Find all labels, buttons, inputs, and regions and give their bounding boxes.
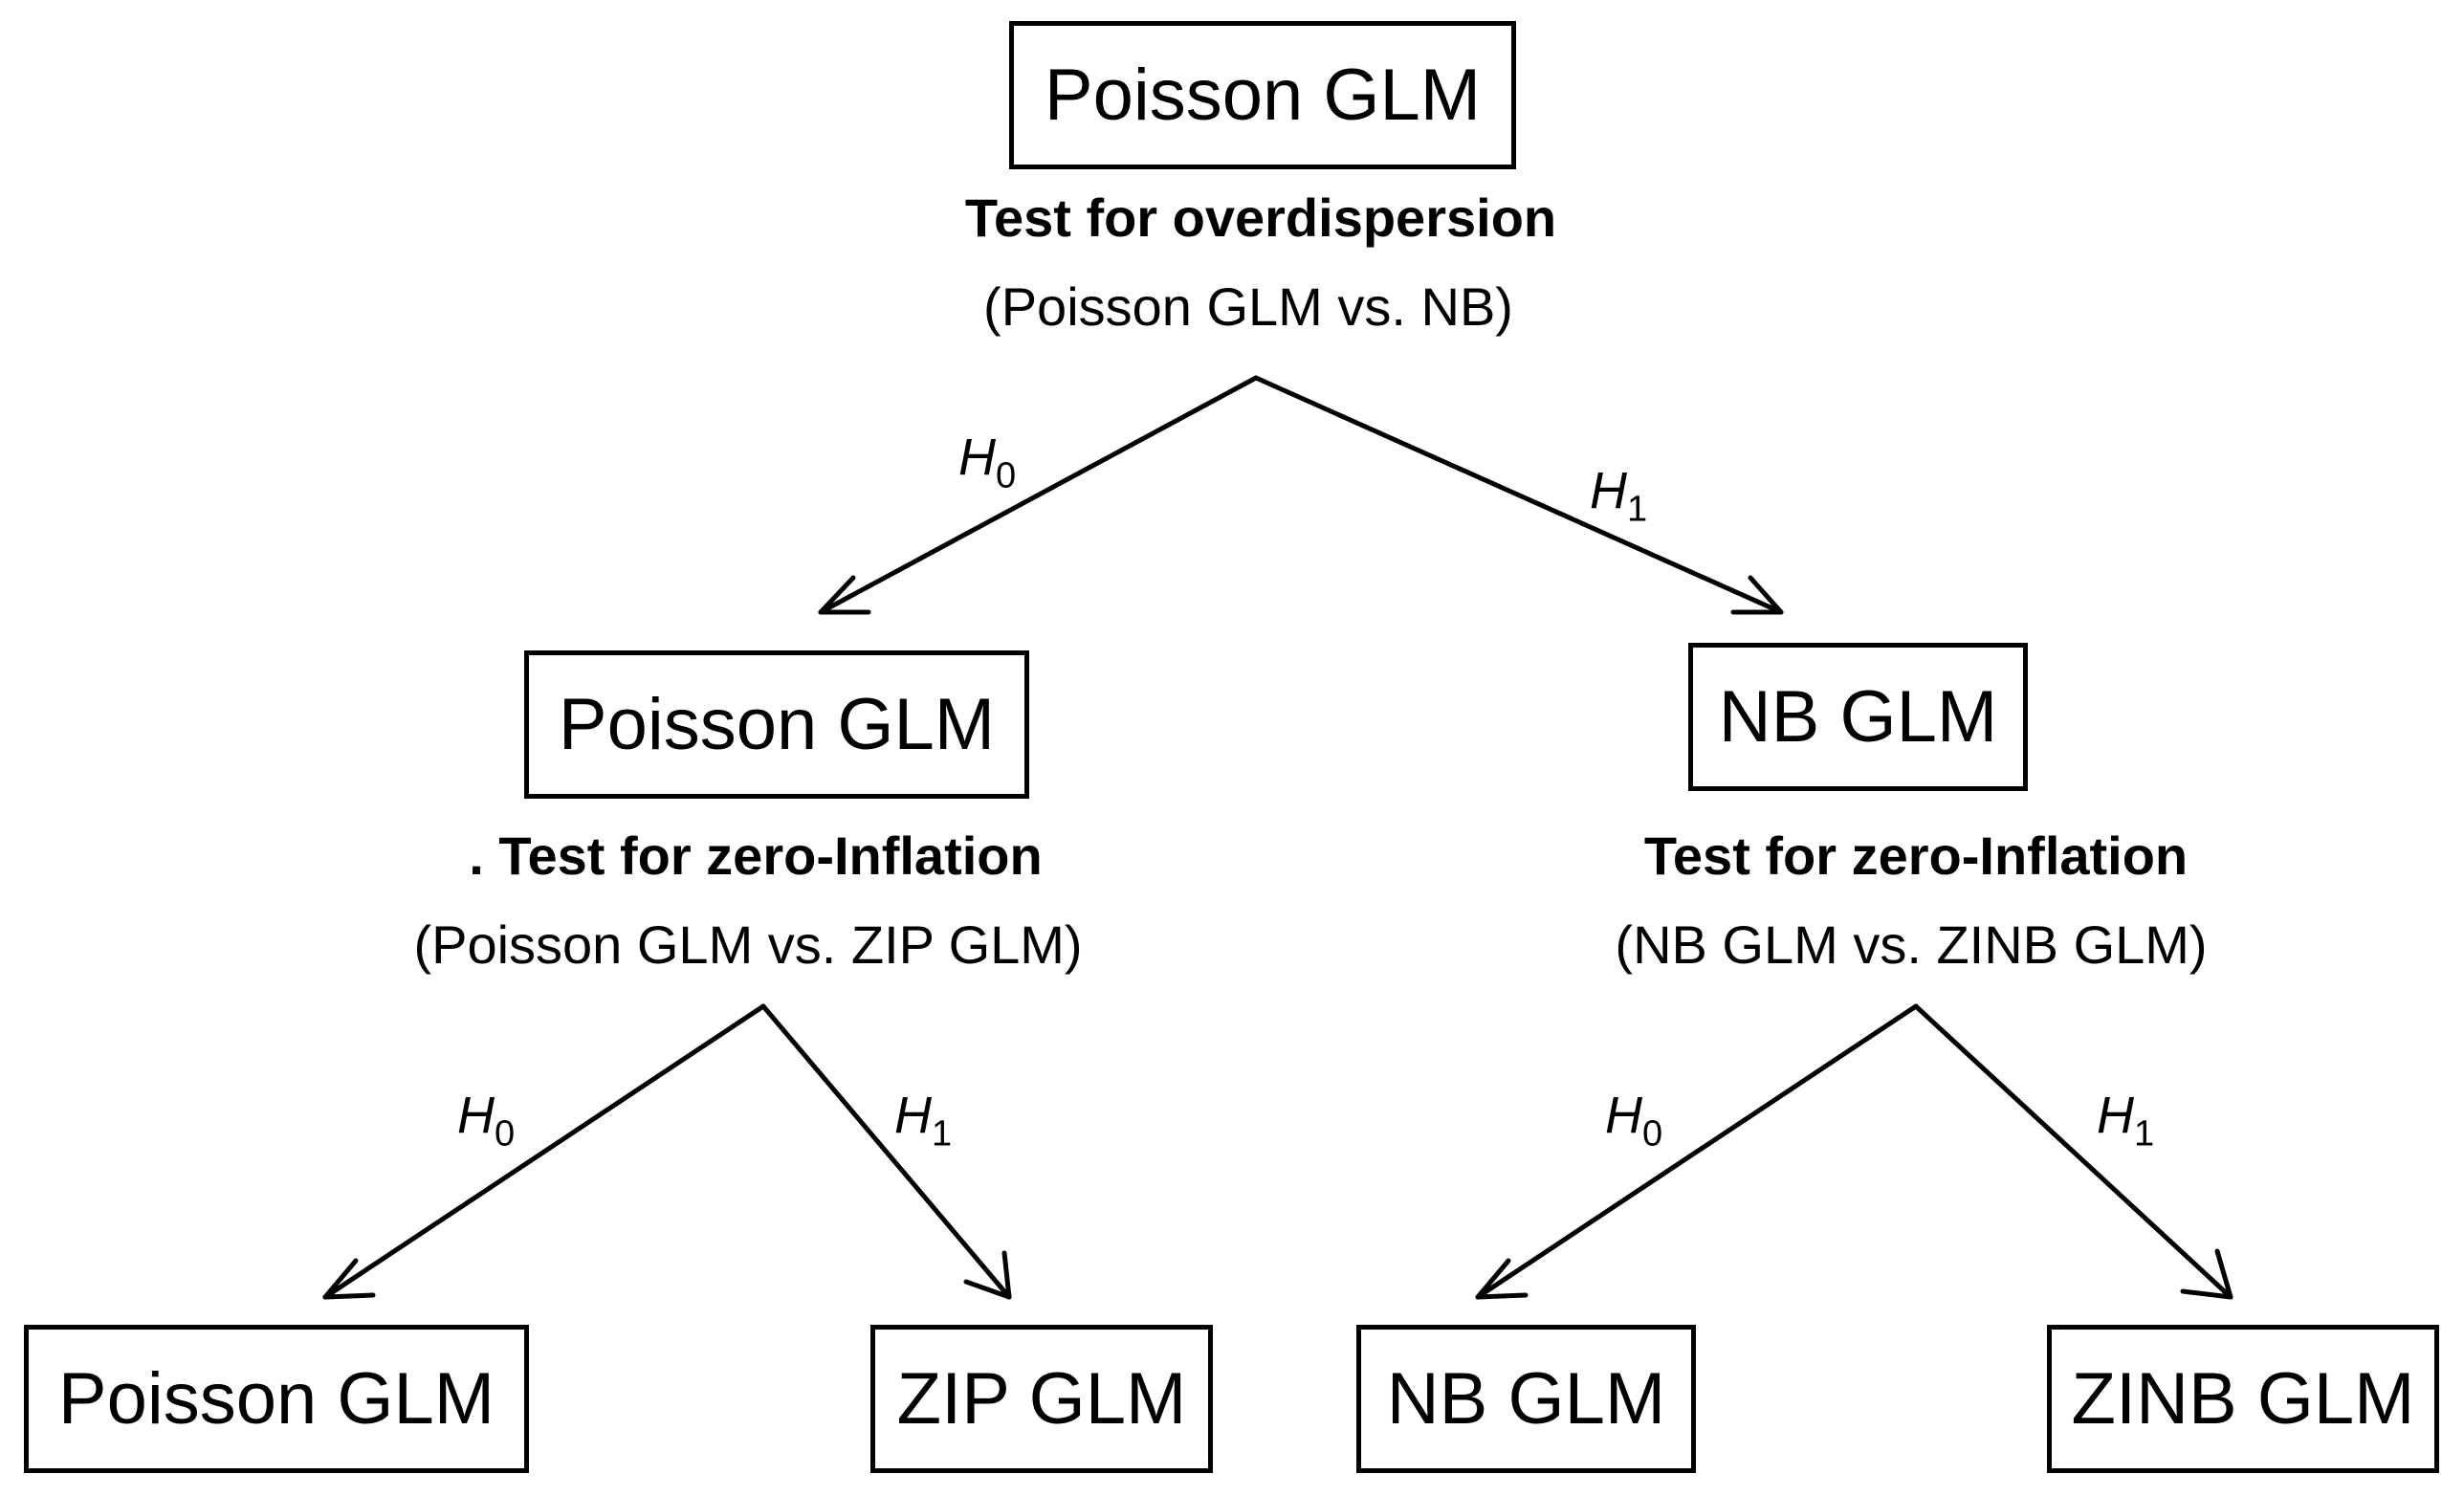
left-test-title: . Test for zero-Inflation [469, 825, 1043, 886]
edge-left-to-ll [322, 1003, 766, 1300]
edge-right-to-rr [1913, 1003, 2233, 1300]
arrowhead-left-ll [322, 1258, 376, 1300]
left-node-label: Poisson GLM [558, 683, 996, 765]
root-test-title: Test for overdispersion [964, 187, 1557, 248]
leaf-zip-box: ZIP GLM [870, 1325, 1213, 1473]
edge-root-to-left [818, 375, 1259, 615]
hypothesis-alt-label-top: H1 [1590, 462, 1648, 530]
leaf-nb-label: NB GLM [1386, 1357, 1666, 1440]
root-node-box: Poisson GLM [1009, 21, 1516, 169]
leaf-zinb-box: ZINB GLM [2047, 1325, 2439, 1473]
leaf-zinb-label: ZINB GLM [2071, 1357, 2415, 1440]
arrowhead-left-lr [963, 1250, 1012, 1300]
left-test-subtitle: (Poisson GLM vs. ZIP GLM) [413, 914, 1083, 975]
root-test-subtitle: (Poisson GLM vs. NB) [983, 276, 1513, 337]
hypothesis-null-label-right: H0 [1605, 1087, 1663, 1155]
leaf-zip-label: ZIP GLM [896, 1357, 1187, 1440]
leaf-nb-box: NB GLM [1356, 1325, 1696, 1473]
arrowhead-right-rr [2180, 1248, 2233, 1300]
leaf-poisson-label: Poisson GLM [57, 1357, 495, 1440]
left-node-box: Poisson GLM [524, 650, 1029, 799]
edge-root-to-right [1253, 375, 1784, 615]
root-node-label: Poisson GLM [1044, 54, 1482, 136]
edge-left-to-lr [760, 1003, 1012, 1300]
arrowhead-right-rl [1475, 1258, 1529, 1300]
hypothesis-null-label-top: H0 [958, 429, 1017, 496]
hypothesis-alt-label-left: H1 [894, 1087, 953, 1155]
hypothesis-null-label-left: H0 [457, 1087, 516, 1155]
right-node-label: NB GLM [1718, 675, 1998, 758]
right-node-box: NB GLM [1688, 643, 2028, 791]
hypothesis-alt-label-right: H1 [2097, 1087, 2155, 1155]
leaf-poisson-box: Poisson GLM [24, 1325, 529, 1473]
edge-right-to-rl [1475, 1003, 1919, 1300]
right-test-subtitle: (NB GLM vs. ZINB GLM) [1615, 914, 2208, 975]
arrowhead-root-right [1730, 575, 1784, 615]
right-test-title: Test for zero-Inflation [1643, 825, 2189, 886]
arrowhead-root-left [818, 575, 871, 615]
